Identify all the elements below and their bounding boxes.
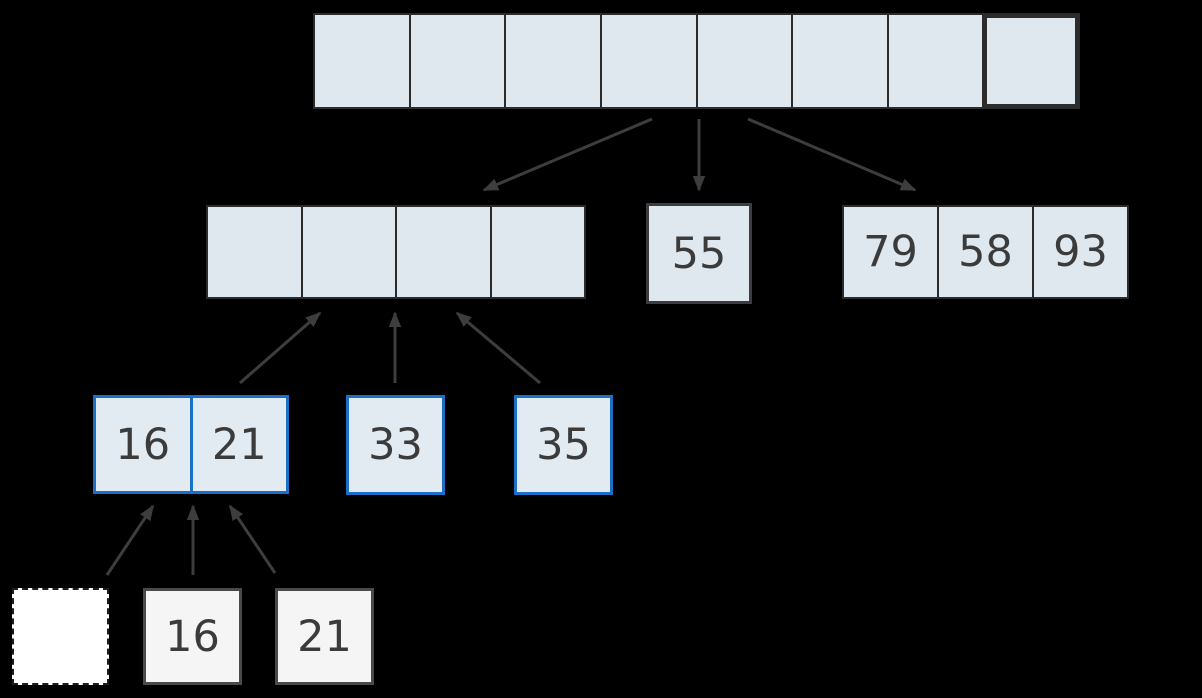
level2-array-cell: [300, 207, 396, 297]
level3-single-box-33: 33: [346, 395, 445, 495]
merge-arrow-left: [239, 311, 322, 385]
level2-array-cell: [489, 207, 585, 297]
top-array-cell: [504, 15, 600, 107]
top-array-row: [313, 13, 1080, 109]
level2-empty-array-row: [206, 205, 586, 299]
level3-single-box-35: 35: [514, 395, 613, 495]
level3-pair-cell: 21: [189, 398, 287, 491]
top-array-cell: [791, 15, 887, 107]
top-array-cell-highlighted: [982, 15, 1078, 107]
level2-array-cell: 93: [1032, 207, 1127, 297]
level3-merged-pair-box: 16 21: [93, 395, 289, 494]
top-array-cell: [695, 15, 792, 107]
level2-array-cell: 79: [863, 227, 918, 277]
level3-pair-cell: 16: [115, 419, 171, 470]
merge-arrow-bottom-right: [228, 504, 277, 574]
level2-array-cell: 58: [937, 207, 1032, 297]
split-and-merge-arrows: [105, 117, 917, 576]
top-array-cell: [886, 15, 983, 107]
split-arrow-right: [747, 117, 917, 192]
level2-sorted-array-row: 79 58 93: [842, 205, 1129, 299]
level4-single-box-21: 21: [275, 588, 374, 685]
top-array-cell: [315, 15, 409, 107]
top-array-cell: [408, 15, 505, 107]
merge-arrow-bottom-left: [105, 504, 155, 576]
level4-empty-dashed-box: [12, 588, 109, 685]
level2-array-cell: [208, 207, 301, 297]
level2-single-box-55: 55: [646, 203, 752, 304]
level2-array-cell: [395, 207, 490, 297]
split-arrow-left: [482, 117, 653, 192]
merge-arrow-right: [455, 311, 541, 385]
level4-single-box-16: 16: [143, 588, 242, 685]
top-array-cell: [599, 15, 696, 107]
